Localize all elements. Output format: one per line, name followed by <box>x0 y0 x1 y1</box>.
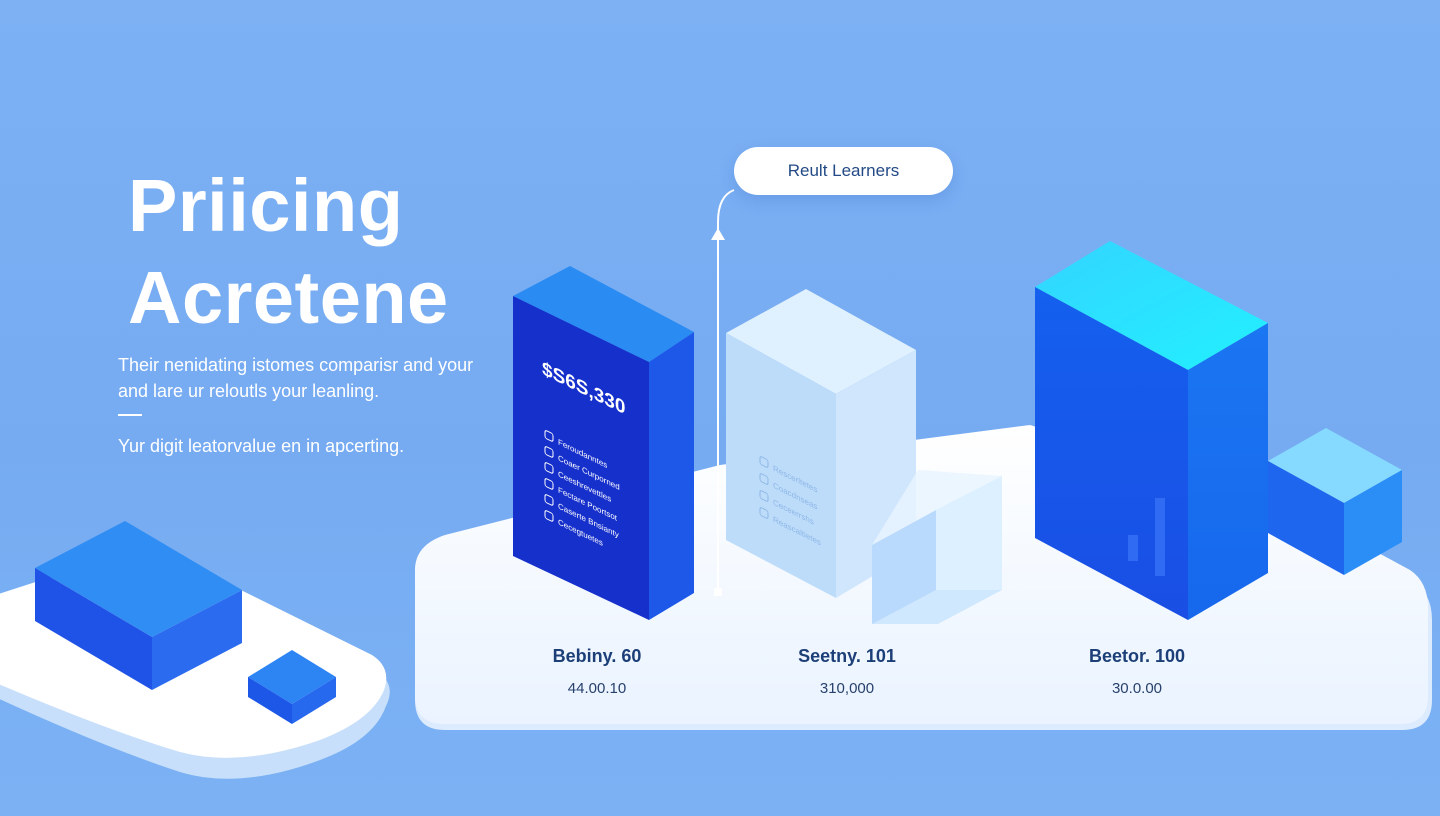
plan-name-1: Bebiny. 60 <box>552 646 642 666</box>
plan-name-3: Beetor. 100 <box>1088 646 1186 666</box>
hero-title-line-2: Acretene <box>128 256 449 339</box>
hero-divider <box>118 414 142 416</box>
right-plan-block <box>1035 241 1268 620</box>
check-icon <box>759 507 769 519</box>
callout-pill: Reult Learners <box>734 147 953 195</box>
callout-connector <box>711 189 735 596</box>
left-slab-block <box>35 521 242 690</box>
check-icon <box>759 456 769 468</box>
right-small-cube <box>1268 428 1402 575</box>
check-icon <box>759 490 769 502</box>
check-icon <box>544 446 554 458</box>
hero-title: Priicing Acretene <box>128 160 449 344</box>
left-plan-block <box>513 266 694 620</box>
check-icon <box>544 430 554 442</box>
hero-description: Their nenidating istomes comparisr and y… <box>118 355 474 401</box>
plan-value-3: 30.0.00 <box>1111 680 1163 697</box>
middle-glass-panel <box>872 470 1002 624</box>
check-icon <box>544 510 554 522</box>
plan-name-2: Seetny. 101 <box>798 646 896 666</box>
callout-label: Reult Learners <box>787 161 900 180</box>
middle-plan-block <box>726 289 916 598</box>
plan-value-2: 310,000 <box>819 680 875 697</box>
check-icon <box>544 478 554 490</box>
hero-note: Yur digit leatorvalue en in apcerting. <box>118 436 405 456</box>
check-icon <box>544 494 554 506</box>
left-small-cube <box>248 650 336 724</box>
check-icon <box>759 473 769 485</box>
check-icon <box>544 462 554 474</box>
plan-value-1: 44.00.10 <box>567 680 627 697</box>
hero-title-line-1: Priicing <box>128 164 404 247</box>
